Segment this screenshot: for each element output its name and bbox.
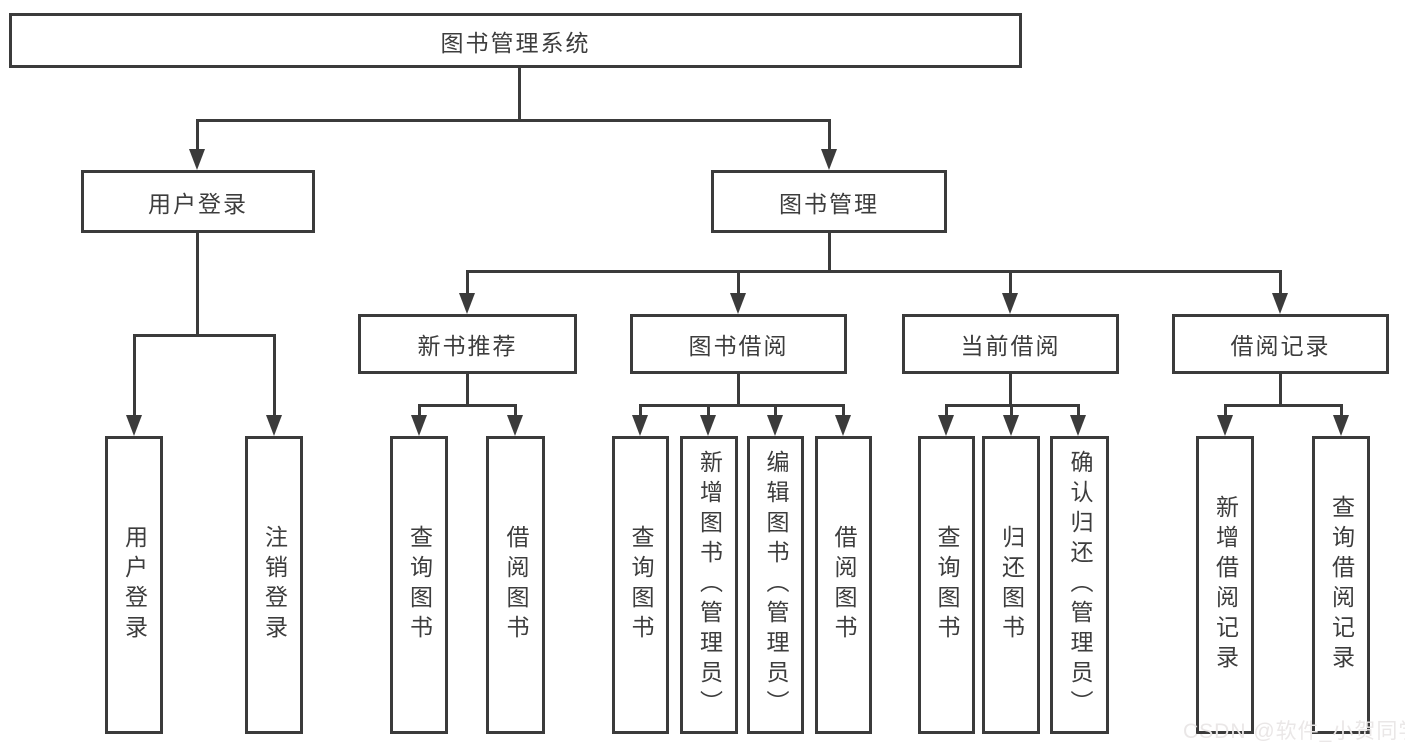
- leaf-bb-borrow-book: 借阅图书: [815, 436, 872, 734]
- node-root: 图书管理系统: [9, 13, 1022, 68]
- leaf-br-query-record-label: 查询借阅记录: [1328, 495, 1355, 675]
- arrowhead-icon: [126, 415, 142, 436]
- node-root-label: 图书管理系统: [440, 29, 591, 56]
- leaf-cb-confirm-return-admin: 确认归还（管理员）: [1050, 436, 1109, 734]
- leaf-bb-edit-book-admin-label: 编辑图书（管理员）: [763, 450, 789, 720]
- connector-line: [945, 404, 948, 418]
- arrowhead-icon: [189, 149, 205, 170]
- connector-line: [737, 374, 740, 407]
- arrowhead-icon: [507, 415, 523, 436]
- arrowhead-icon: [411, 415, 427, 436]
- node-new-book-recommend-label: 新书推荐: [417, 333, 518, 359]
- leaf-bb-query-book-label: 查询图书: [628, 525, 654, 645]
- node-book-borrow-label: 图书借阅: [688, 333, 789, 359]
- leaf-cb-return-book: 归还图书: [982, 436, 1040, 734]
- connector-line: [1224, 404, 1343, 407]
- leaf-br-add-record: 新增借阅记录: [1196, 436, 1254, 734]
- leaf-bb-query-book: 查询图书: [612, 436, 669, 734]
- node-current-borrow-label: 当前借阅: [960, 333, 1061, 359]
- connector-line: [1077, 404, 1080, 418]
- arrowhead-icon: [266, 415, 282, 436]
- connector-line: [196, 233, 199, 336]
- connector-line: [737, 270, 740, 296]
- node-borrow-record: 借阅记录: [1172, 314, 1389, 374]
- leaf-nb-borrow-book-label: 借阅图书: [503, 525, 529, 645]
- connector-line: [828, 119, 831, 153]
- leaf-cb-return-book-label: 归还图书: [998, 525, 1025, 645]
- node-new-book-recommend: 新书推荐: [358, 314, 577, 374]
- leaf-br-add-record-label: 新增借阅记录: [1212, 495, 1239, 675]
- arrowhead-icon: [1003, 415, 1019, 436]
- connector-line: [196, 119, 199, 153]
- leaf-logout-label: 注销登录: [261, 525, 288, 645]
- leaf-logout: 注销登录: [245, 436, 303, 734]
- connector-line: [842, 404, 845, 418]
- connector-line: [196, 119, 830, 122]
- connector-line: [133, 334, 136, 418]
- connector-line: [273, 334, 276, 418]
- connector-line: [518, 68, 521, 122]
- node-user-login-label: 用户登录: [148, 190, 248, 217]
- leaf-bb-edit-book-admin: 编辑图书（管理员）: [747, 436, 804, 734]
- connector-line: [1009, 374, 1012, 407]
- leaf-br-query-record: 查询借阅记录: [1312, 436, 1370, 734]
- arrowhead-icon: [767, 415, 783, 436]
- arrowhead-icon: [938, 415, 954, 436]
- leaf-nb-query-book: 查询图书: [390, 436, 448, 734]
- connector-line: [1010, 404, 1013, 418]
- arrowhead-icon: [1272, 293, 1288, 314]
- connector-line: [1224, 404, 1227, 418]
- connector-line: [828, 233, 831, 273]
- connector-line: [1009, 270, 1012, 296]
- node-book-borrow: 图书借阅: [630, 314, 847, 374]
- arrowhead-icon: [821, 149, 837, 170]
- leaf-user-login-label: 用户登录: [121, 525, 148, 645]
- arrowhead-icon: [459, 293, 475, 314]
- leaf-nb-query-book-label: 查询图书: [406, 525, 433, 645]
- connector-line: [514, 404, 517, 418]
- arrowhead-icon: [835, 415, 851, 436]
- node-book-management-label: 图书管理: [779, 190, 879, 217]
- arrowhead-icon: [1070, 415, 1086, 436]
- connector-line: [774, 404, 777, 418]
- node-user-login: 用户登录: [81, 170, 315, 233]
- connector-line: [466, 270, 1281, 273]
- arrowhead-icon: [1333, 415, 1349, 436]
- arrowhead-icon: [730, 293, 746, 314]
- connector-line: [1279, 270, 1282, 296]
- connector-line: [707, 404, 710, 418]
- leaf-user-login: 用户登录: [105, 436, 163, 734]
- arrowhead-icon: [700, 415, 716, 436]
- leaf-cb-query-book: 查询图书: [918, 436, 975, 734]
- connector-line: [133, 334, 275, 337]
- leaf-nb-borrow-book: 借阅图书: [486, 436, 545, 734]
- csdn-watermark: CSDN @软件_小贺同学: [1183, 720, 1405, 743]
- arrowhead-icon: [1002, 293, 1018, 314]
- leaf-cb-query-book-label: 查询图书: [934, 525, 960, 645]
- connector-line: [1279, 374, 1282, 407]
- leaf-bb-add-book-admin-label: 新增图书（管理员）: [696, 450, 723, 720]
- leaf-bb-borrow-book-label: 借阅图书: [831, 525, 857, 645]
- connector-line: [639, 404, 642, 418]
- node-current-borrow: 当前借阅: [902, 314, 1119, 374]
- connector-line: [466, 270, 469, 296]
- arrowhead-icon: [632, 415, 648, 436]
- leaf-cb-confirm-return-admin-label: 确认归还（管理员）: [1067, 450, 1093, 720]
- connector-line: [418, 404, 517, 407]
- connector-line: [1340, 404, 1343, 418]
- node-book-management: 图书管理: [711, 170, 947, 233]
- connector-line: [418, 404, 421, 418]
- leaf-bb-add-book-admin: 新增图书（管理员）: [680, 436, 738, 734]
- connector-line: [639, 404, 844, 407]
- connector-line: [466, 374, 469, 407]
- arrowhead-icon: [1217, 415, 1233, 436]
- node-borrow-record-label: 借阅记录: [1230, 333, 1331, 359]
